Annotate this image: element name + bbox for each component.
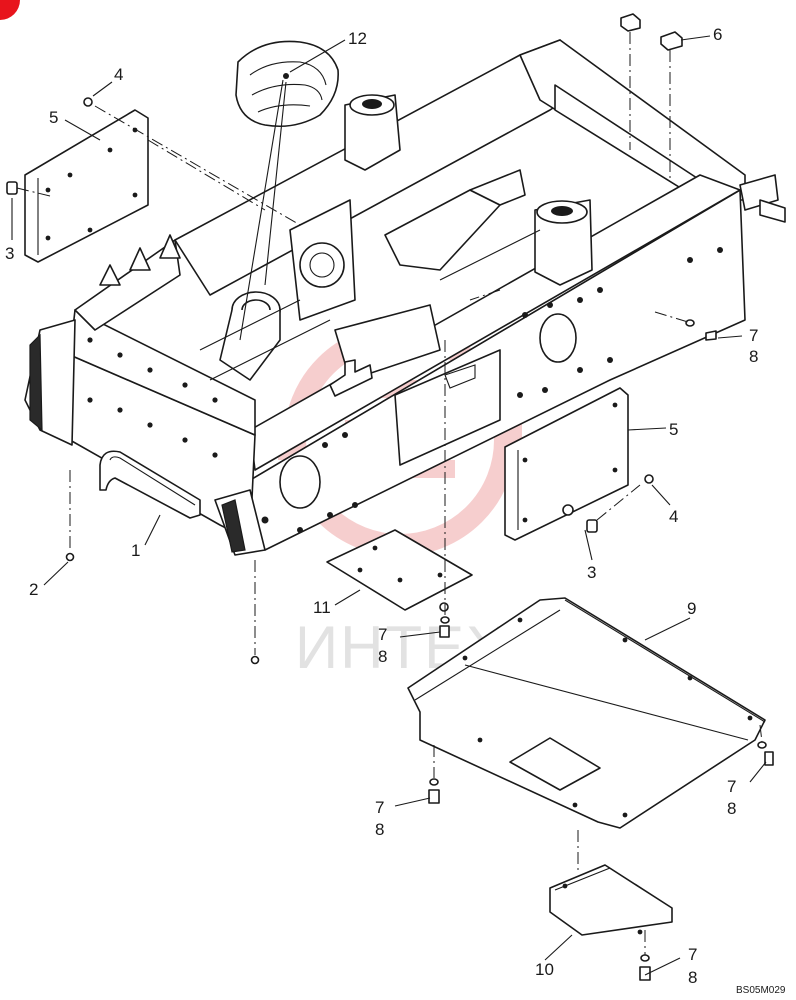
callout-9: 9 <box>687 599 696 618</box>
callout-4-right: 4 <box>669 507 678 526</box>
callout-7-pan-right: 7 <box>727 777 736 796</box>
leader-lines <box>11 35 767 976</box>
part-4-bolt-right <box>644 474 654 484</box>
callout-7-frame: 7 <box>749 326 758 345</box>
part-6-caps <box>620 13 683 51</box>
part-11-plate <box>326 529 473 612</box>
callout-2: 2 <box>29 580 38 599</box>
callout-1: 1 <box>131 541 140 560</box>
callout-12: 12 <box>348 29 367 48</box>
drawing-code: BS05M029 <box>736 985 786 996</box>
part-5-right-cover <box>504 387 629 541</box>
callout-5-right: 5 <box>669 420 678 439</box>
callout-8-frame: 8 <box>749 347 758 366</box>
part-3-spacer-right <box>586 519 598 533</box>
callout-3-left: 3 <box>5 244 14 263</box>
part-4-bolt-upper <box>83 97 93 107</box>
callout-7-pan-left: 7 <box>375 798 384 817</box>
callout-5-left: 5 <box>49 108 58 127</box>
corner-mark <box>0 0 20 20</box>
callout-8-pan-right: 8 <box>727 799 736 818</box>
callout-6: 6 <box>713 25 722 44</box>
callout-8-plate: 8 <box>378 647 387 666</box>
callout-7-plate: 7 <box>378 625 387 644</box>
callout-8-cover: 8 <box>688 968 697 987</box>
callout-3-right: 3 <box>587 563 596 582</box>
callout-10: 10 <box>535 960 554 979</box>
fasteners <box>65 319 774 981</box>
part-5-left-cover <box>24 109 149 263</box>
part-3-spacer-left <box>6 181 18 195</box>
part-10-cover <box>549 864 673 936</box>
callout-8-pan-left: 8 <box>375 820 384 839</box>
callout-11: 11 <box>313 598 331 617</box>
assembly-lines <box>16 32 763 955</box>
callout-7-cover: 7 <box>688 945 697 964</box>
main-frame <box>24 39 786 556</box>
part-12-boot <box>235 40 339 128</box>
callout-labels: 1 2 3 3 4 4 5 5 6 7 8 7 8 7 8 7 8 7 8 9 … <box>5 25 758 987</box>
callout-4-upper: 4 <box>114 65 123 84</box>
part-9-belly-pan <box>407 597 766 829</box>
